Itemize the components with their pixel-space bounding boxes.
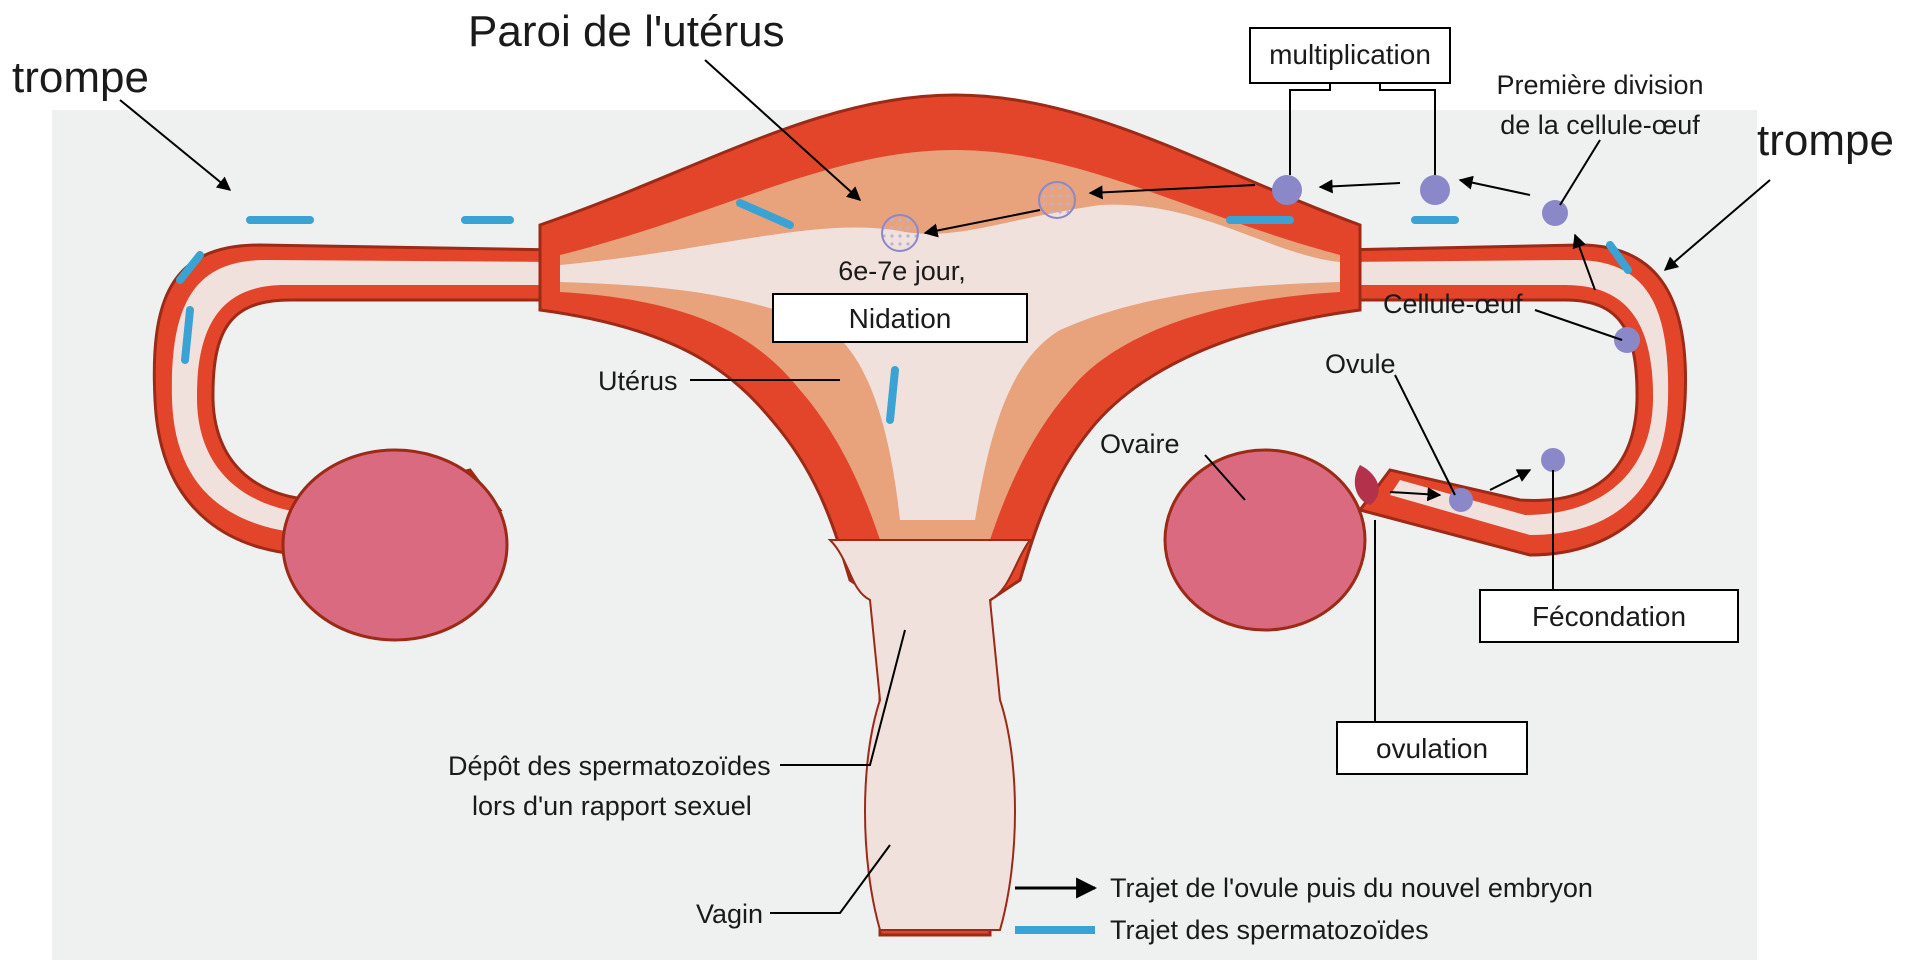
label-jour: 6e-7e jour, <box>838 256 966 286</box>
legend-sperm-label: Trajet des spermatozoïdes <box>1110 915 1429 945</box>
label-uterus: Utérus <box>598 366 678 396</box>
right-ovary <box>1165 450 1365 630</box>
label-multiplication: multiplication <box>1269 39 1431 70</box>
label-premiere-division-1: Première division <box>1496 70 1703 100</box>
fertilization-cell <box>1541 448 1565 472</box>
blastocyst-nidation <box>882 215 918 251</box>
label-ovule: Ovule <box>1325 349 1396 379</box>
label-depot-2: lors d'un rapport sexuel <box>472 791 752 821</box>
egg-cell <box>1614 327 1640 353</box>
legend-ovule-label: Trajet de l'ovule puis du nouvel embryon <box>1110 873 1593 903</box>
label-ovaire: Ovaire <box>1100 429 1180 459</box>
label-fecondation: Fécondation <box>1532 601 1686 632</box>
label-paroi-uterus: Paroi de l'utérus <box>468 7 785 56</box>
label-vagin: Vagin <box>696 899 763 929</box>
left-ovary <box>283 450 507 640</box>
label-trompe-left: trompe <box>12 53 149 102</box>
multiplication-cell-1 <box>1272 175 1302 205</box>
label-trompe-right: trompe <box>1757 116 1894 165</box>
morula <box>1039 182 1075 218</box>
multiplication-cell-2 <box>1420 175 1450 205</box>
label-premiere-division-2: de la cellule-œuf <box>1500 110 1700 140</box>
label-nidation: Nidation <box>849 303 952 334</box>
label-ovulation: ovulation <box>1376 733 1488 764</box>
first-division-cell <box>1542 200 1568 226</box>
label-cellule-oeuf: Cellule-œuf <box>1383 289 1523 319</box>
label-depot-1: Dépôt des spermatozoïdes <box>448 751 771 781</box>
